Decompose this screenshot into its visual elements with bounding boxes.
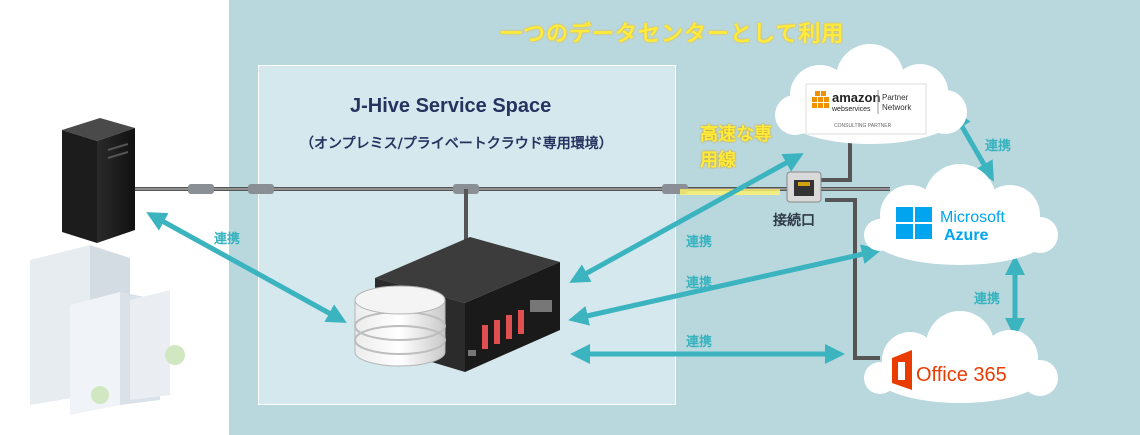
link-label-aws-azure: 連携 <box>985 139 1012 154</box>
office-buildings-icon <box>30 245 185 415</box>
svg-text:Partner: Partner <box>882 93 909 102</box>
banner-title: 一つのデータセンターとして利用 <box>500 22 845 47</box>
tower-server-icon <box>62 118 135 243</box>
link-arrows <box>146 109 1025 364</box>
svg-text:Office 365: Office 365 <box>916 364 1007 386</box>
svg-text:amazon: amazon <box>832 90 880 105</box>
connection-port-icon <box>786 171 822 203</box>
svg-text:webservices: webservices <box>831 106 871 113</box>
hive-title: J-Hive Service Space <box>350 95 552 117</box>
database-icon <box>354 285 446 367</box>
hive-subtitle: （オンプレミス/プライベートクラウド専用環境） <box>300 136 613 152</box>
svg-text:Network: Network <box>882 103 912 112</box>
link-label-azure-office: 連携 <box>974 292 1001 307</box>
azure-logo: Microsoft Azure <box>896 207 1005 244</box>
link-label-office: 連携 <box>686 335 713 350</box>
office365-cloud <box>864 311 1058 403</box>
svg-text:Azure: Azure <box>944 227 989 244</box>
svg-text:Microsoft: Microsoft <box>940 209 1005 226</box>
svg-text:CONSULTING PARTNER: CONSULTING PARTNER <box>834 123 892 129</box>
aws-partner-logo: amazon webservices Partner Network CONSU… <box>805 83 927 135</box>
office365-logo: Office 365 <box>892 350 1007 390</box>
link-label-aws: 連携 <box>686 235 713 250</box>
link-label-onprem: 連携 <box>214 232 241 247</box>
port-label: 接続口 <box>773 213 815 229</box>
link-label-azure: 連携 <box>686 276 713 291</box>
dedicated-line-label: 高速な専用線 <box>700 124 772 171</box>
